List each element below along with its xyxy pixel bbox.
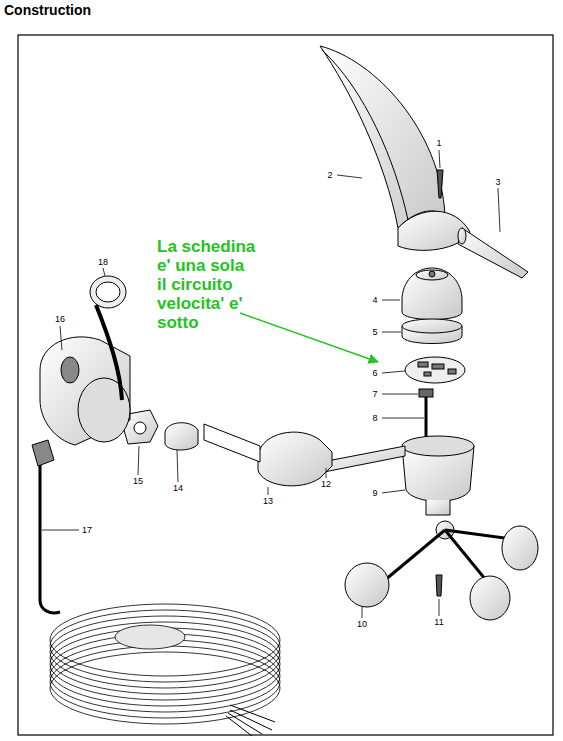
cable: [40, 465, 60, 613]
counterweight: [458, 228, 528, 278]
frame: [18, 35, 553, 735]
callout-number: 18: [97, 257, 109, 267]
cap: [90, 276, 126, 308]
screw: [437, 170, 443, 198]
cup: [502, 526, 538, 570]
coil-winding: [50, 622, 280, 694]
callout-number: 1: [435, 138, 442, 148]
callout-number: 3: [494, 177, 501, 187]
callout-number: 12: [320, 479, 332, 489]
top-dome: [402, 268, 462, 320]
sleeve: [258, 432, 332, 486]
screw: [436, 575, 442, 596]
leader-lines: [42, 150, 500, 618]
callout-number: 13: [262, 496, 274, 506]
clamp: [165, 423, 198, 450]
callout-number: 2: [326, 170, 333, 180]
callout-number: 16: [54, 314, 66, 324]
callout-number: 8: [371, 413, 378, 423]
callout-arrow: [240, 313, 378, 362]
arm-tube: [322, 446, 405, 472]
connector: [419, 389, 433, 397]
callout-number: 5: [371, 327, 378, 337]
callout-number: 17: [81, 525, 93, 535]
coil-winding: [50, 604, 280, 676]
callout-number: 10: [356, 619, 368, 629]
callout-number: 15: [132, 476, 144, 486]
cup: [470, 576, 510, 620]
callout-number: 7: [371, 389, 378, 399]
callout-number: 4: [371, 295, 378, 305]
mount-block: [40, 337, 130, 445]
plug: [32, 440, 54, 466]
coil-winding: [50, 640, 280, 712]
annotation-note: La schedina e' una sola il circuito velo…: [157, 237, 257, 332]
title: Construction: [4, 2, 91, 18]
wind-vane: [320, 46, 445, 228]
cup: [345, 563, 389, 607]
coil-winding: [50, 652, 280, 724]
cable-coil: [50, 604, 280, 724]
callout-number: 6: [371, 368, 378, 378]
callout-number: 14: [172, 483, 184, 493]
circuit-board: [405, 357, 465, 383]
coil-center: [115, 625, 185, 649]
coil-winding: [50, 610, 280, 682]
wire-ends: [226, 705, 275, 736]
callout-number: 9: [371, 488, 378, 498]
coil-winding: [50, 646, 280, 718]
parts: [32, 46, 538, 620]
callout-number: 11: [433, 617, 444, 627]
